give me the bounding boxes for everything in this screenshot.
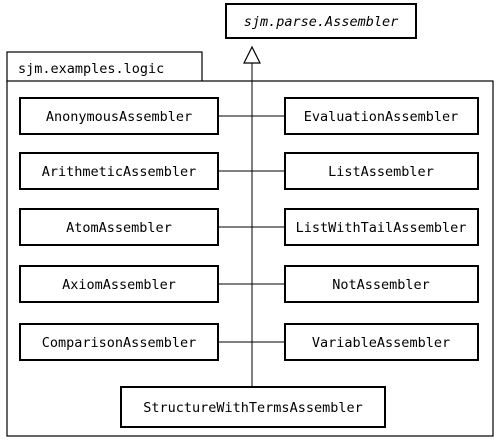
- class-box-right-1: [284, 97, 479, 135]
- package-name: sjm.examples.logic: [18, 61, 164, 77]
- package-body: [6, 80, 494, 437]
- class-box-right-2: [284, 152, 479, 190]
- package-tab: [6, 51, 203, 83]
- class-name: StructureWithTermsAssembler: [143, 400, 362, 416]
- class-name: AxiomAssembler: [62, 277, 176, 293]
- class-name: AtomAssembler: [66, 220, 172, 236]
- class-box-right-4: [284, 265, 479, 303]
- class-box-right-3: [284, 208, 479, 246]
- class-name: ComparisonAssembler: [42, 335, 196, 351]
- class-box-left-5: [19, 323, 219, 361]
- class-box-left-3: [19, 208, 219, 246]
- class-box-left-1: [19, 97, 219, 135]
- class-box-left-2: [19, 152, 219, 190]
- class-box-bottom: [120, 386, 386, 428]
- class-name: ArithmeticAssembler: [42, 164, 196, 180]
- class-name: AnonymousAssembler: [46, 109, 192, 125]
- class-name: ListAssembler: [328, 164, 434, 180]
- superclass-box: [225, 3, 417, 39]
- class-name: EvaluationAssembler: [304, 109, 458, 125]
- class-name: NotAssembler: [332, 277, 430, 293]
- inheritance-arrowhead: [243, 45, 261, 64]
- class-box-right-5: [284, 323, 479, 361]
- class-box-left-4: [19, 265, 219, 303]
- superclass-name: sjm.parse.Assembler: [244, 14, 399, 30]
- class-name: VariableAssembler: [312, 335, 450, 351]
- class-name: ListWithTailAssembler: [296, 220, 467, 236]
